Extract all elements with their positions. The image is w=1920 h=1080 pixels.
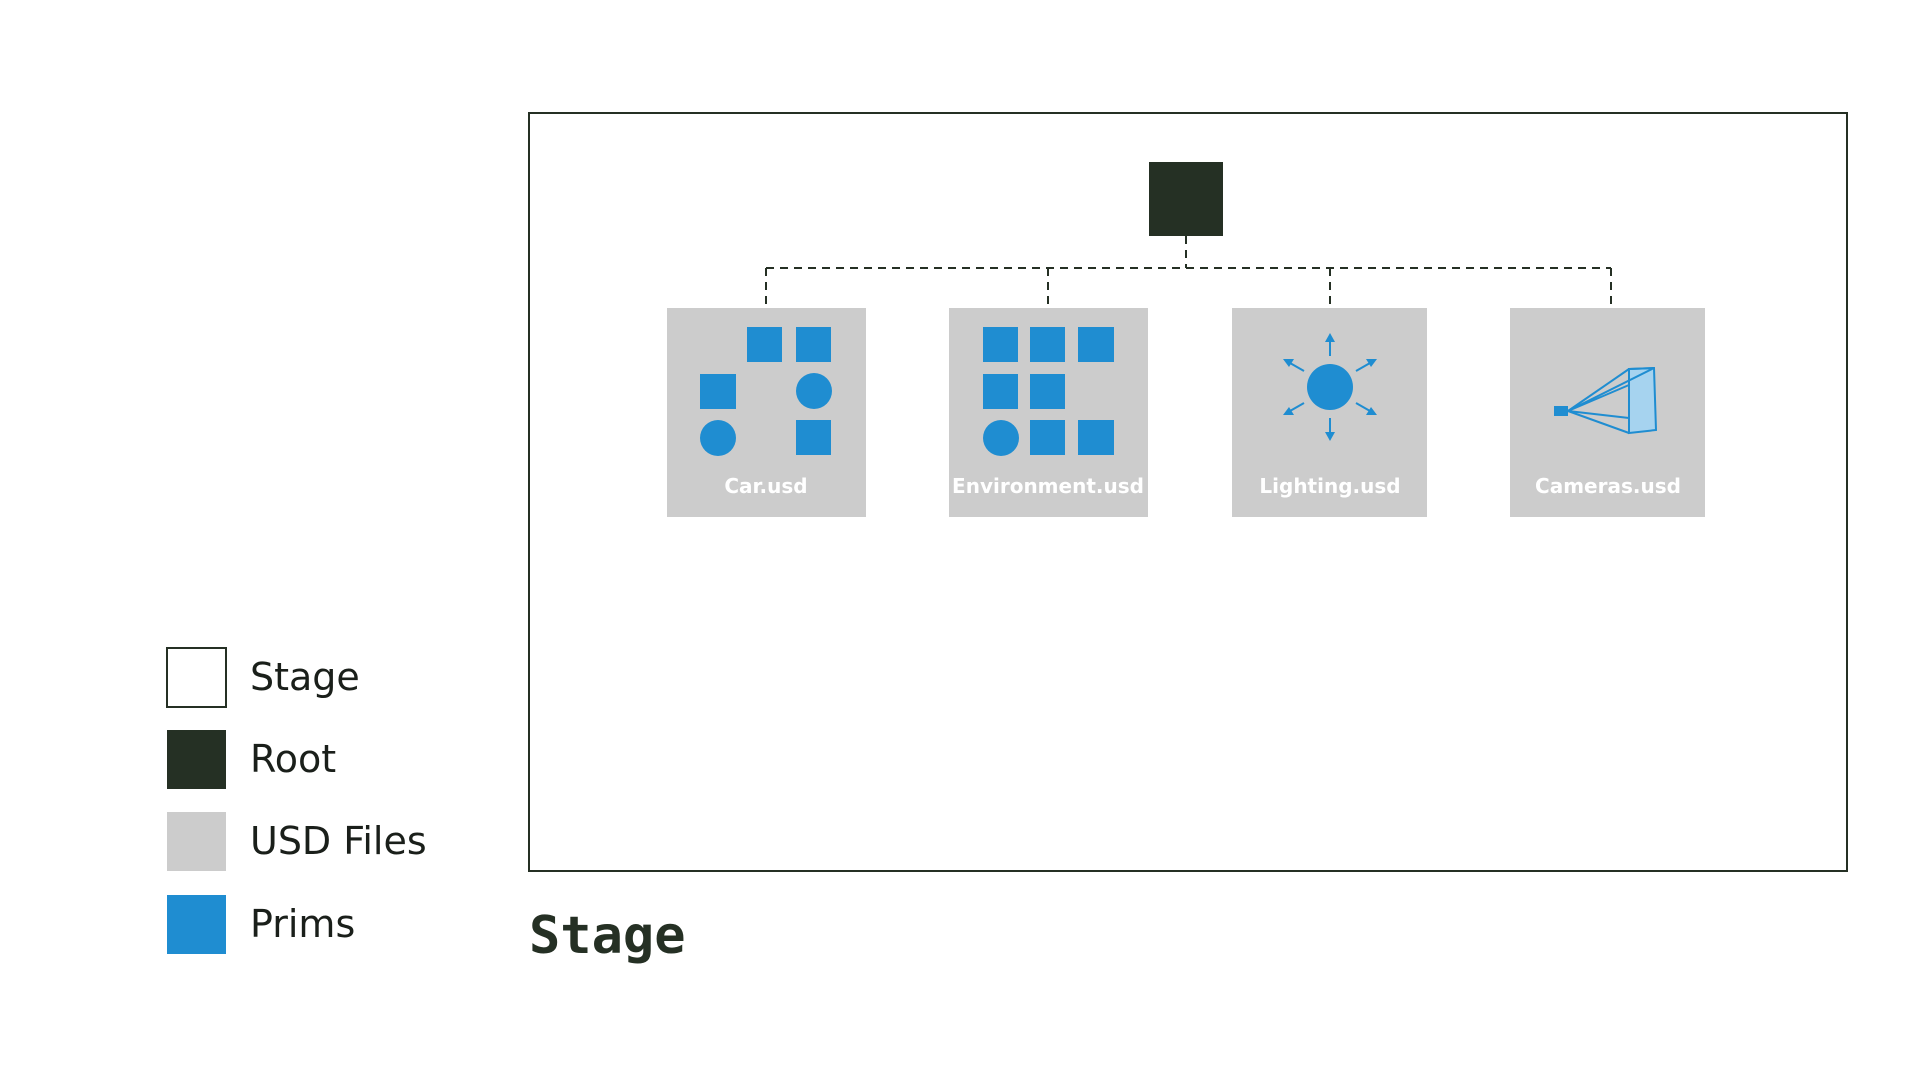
legend-item-usd-files: USD Files xyxy=(167,812,427,871)
usd-file-environment: Environment.usd xyxy=(949,308,1148,517)
legend-label: USD Files xyxy=(250,819,427,863)
legend-swatch-prims xyxy=(167,895,226,954)
legend-swatch-usd-files xyxy=(167,812,226,871)
legend-swatch-root xyxy=(167,730,226,789)
prim-shapes-icon xyxy=(700,327,832,456)
usd-file-lighting: Lighting.usd xyxy=(1232,308,1427,517)
file-label-lighting: Lighting.usd xyxy=(1259,474,1400,498)
usd-file-box xyxy=(1510,308,1705,517)
legend-item-root: Root xyxy=(167,730,336,789)
legend-item-stage: Stage xyxy=(166,647,360,708)
file-label-cameras: Cameras.usd xyxy=(1535,474,1681,498)
connector-lines xyxy=(765,236,1612,308)
legend-label: Prims xyxy=(250,902,355,946)
usd-file-car: Car.usd xyxy=(667,308,866,517)
prim-grid-icon xyxy=(983,327,1114,456)
camera-icon xyxy=(1554,366,1658,435)
file-label-car: Car.usd xyxy=(724,474,807,498)
stage-title: Stage xyxy=(529,906,686,966)
legend: Stage Root USD Files Prims xyxy=(166,647,427,954)
root-node xyxy=(1149,162,1223,236)
legend-item-prims: Prims xyxy=(167,895,355,954)
legend-label: Root xyxy=(250,737,336,781)
legend-label: Stage xyxy=(250,655,360,699)
file-label-environment: Environment.usd xyxy=(952,474,1144,498)
usd-file-cameras: Cameras.usd xyxy=(1510,308,1705,517)
light-icon xyxy=(1283,333,1377,441)
legend-swatch-stage xyxy=(166,647,227,708)
